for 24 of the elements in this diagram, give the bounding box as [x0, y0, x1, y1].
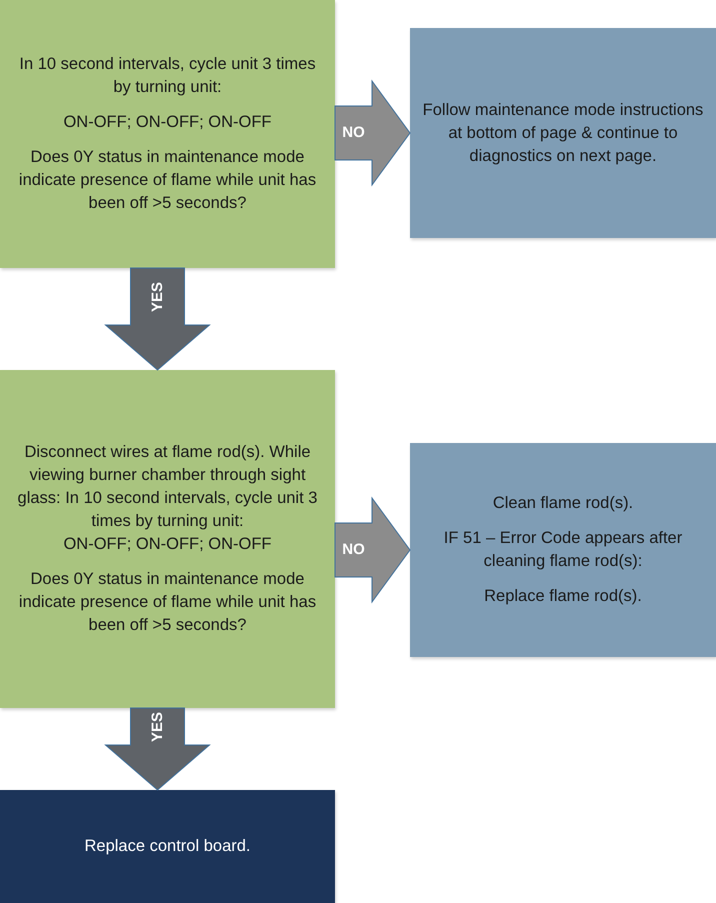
block-arrow [104, 268, 211, 371]
edge-label: NO [342, 124, 365, 142]
box-text: Clean flame rod(s). [492, 493, 634, 514]
block-arrow [334, 496, 411, 604]
box-text: Replace control board. [84, 836, 250, 857]
process-box [0, 790, 335, 903]
process-box [0, 0, 335, 268]
box-text: ON-OFF; ON-OFF; ON-OFF [63, 534, 272, 555]
box-text: Follow maintenance mode instructions at bottom of page & continue to diagnostics on next page. [422, 100, 704, 166]
box-text: In 10 second intervals, cycle unit 3 times by turning unit: [18, 54, 317, 98]
box-text: Replace flame rod(s). [484, 586, 642, 607]
box-text: Disconnect wires at flame rod(s). While viewing burner chamber through sight glass: In 10 second intervals, cycle unit 3 times by turning unit: [16, 442, 318, 532]
box-text: Does 0Y status in maintenance mode indicate presence of flame while unit has been off >5 seconds? [18, 147, 318, 214]
box-text: IF 51 – Error Code appears after cleaning flame rod(s): [442, 528, 684, 572]
block-arrow [104, 708, 211, 791]
box-text: ON-OFF; ON-OFF; ON-OFF [63, 112, 272, 133]
process-box [410, 28, 716, 238]
box-text: Does 0Y status in maintenance mode indicate presence of flame while unit has been off >5 seconds? [18, 569, 318, 636]
process-box [410, 443, 716, 657]
edge-label: YES [148, 282, 166, 312]
block-arrow [334, 79, 411, 187]
edge-label: NO [342, 541, 365, 559]
edge-label: YES [148, 712, 166, 742]
process-box [0, 370, 335, 708]
